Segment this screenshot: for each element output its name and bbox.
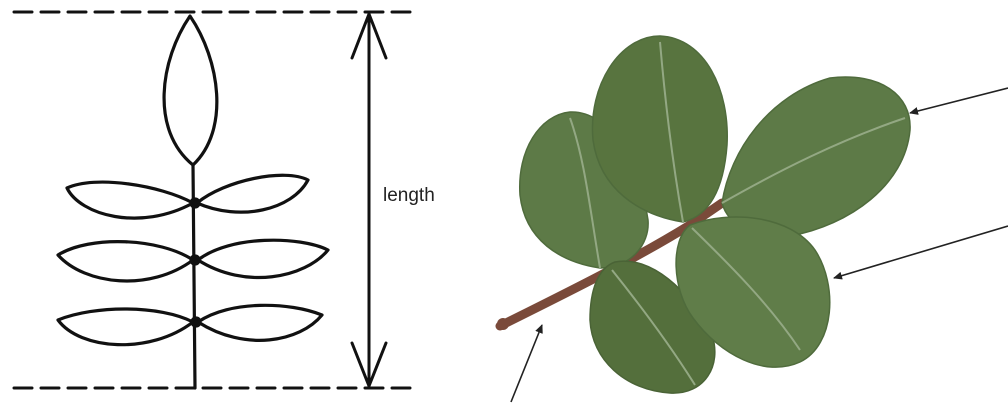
leaflet-terminal-right	[722, 77, 910, 237]
leaflet-left-3	[58, 309, 193, 345]
arrow-to-terminal-leaflet	[910, 88, 1008, 113]
joint-1	[191, 199, 199, 207]
joint-2	[191, 256, 199, 264]
leaflet-right-2	[198, 240, 328, 277]
compound-leaf-schematic	[14, 12, 410, 388]
arrow-to-petiole	[511, 325, 542, 402]
leaflet-right-1	[197, 175, 308, 212]
joint-3	[192, 318, 200, 326]
leaflet-left-2	[58, 242, 193, 281]
petiole-tip	[497, 318, 509, 330]
leaflet-right-3	[198, 305, 322, 340]
compound-leaf-photo	[497, 36, 910, 393]
length-label: length	[383, 185, 435, 207]
length-dimension-arrow	[352, 14, 386, 386]
arrow-to-lateral-leaflet	[834, 226, 1008, 278]
leaflet-left-1	[67, 182, 193, 218]
terminal-leaflet	[164, 16, 217, 165]
